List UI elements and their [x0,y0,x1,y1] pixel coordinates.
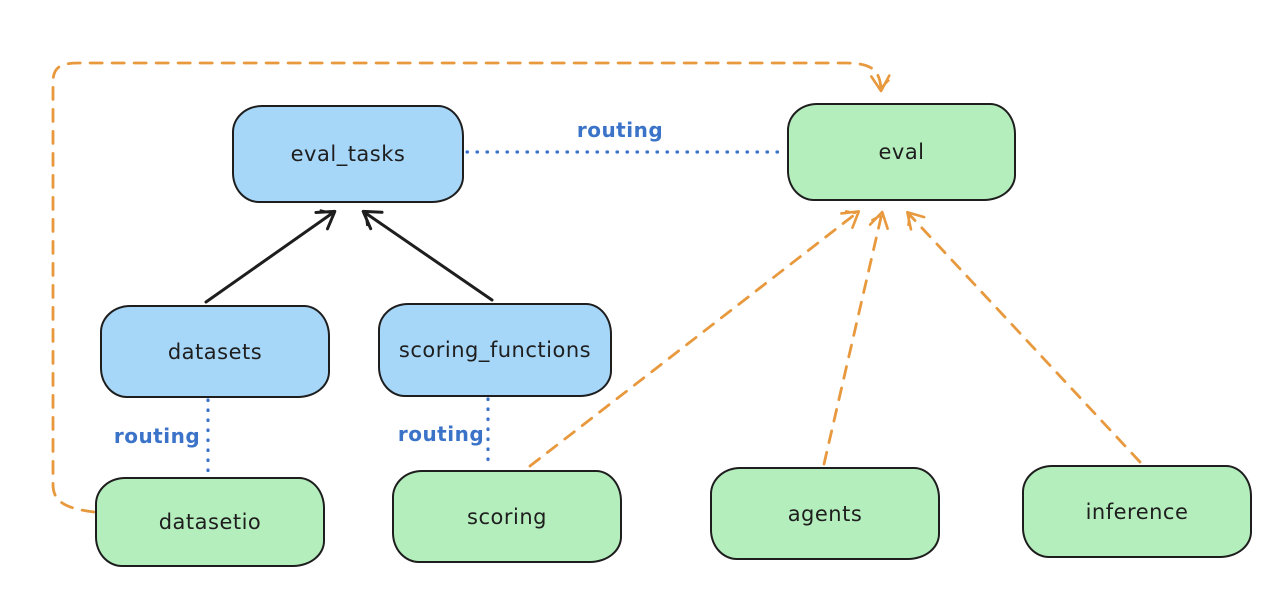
edge-datasets-to-eval-tasks [204,209,337,304]
node-datasets-label: datasets [167,339,263,364]
node-inference: inference [1022,465,1252,558]
edge-scoring-to-eval [528,210,861,468]
node-scoring-functions: scoring_functions [378,303,612,397]
edge-label-routing-middle: routing [397,422,485,446]
edge-label-routing-top: routing [576,118,664,142]
edge-agents-to-eval [822,210,889,466]
node-eval-tasks-label: eval_tasks [290,142,406,166]
edge-inference-to-eval [906,210,1142,464]
node-agents: agents [710,467,940,560]
node-eval-label: eval [878,140,925,164]
node-datasetio-label: datasetio [158,510,262,534]
edge-label-routing-left: routing [113,424,201,448]
edge-scoring-functions-to-eval-tasks [361,209,494,302]
node-eval: eval [787,103,1016,201]
node-agents-label: agents [787,501,863,526]
node-scoring-label: scoring [467,504,547,529]
node-datasets: datasets [100,305,330,398]
node-scoring-functions-label: scoring_functions [398,338,592,362]
node-inference-label: inference [1085,499,1189,524]
node-scoring: scoring [392,470,622,563]
node-datasetio: datasetio [95,477,325,567]
node-eval-tasks: eval_tasks [232,105,464,203]
edge-datasetio-to-eval [51,61,891,514]
